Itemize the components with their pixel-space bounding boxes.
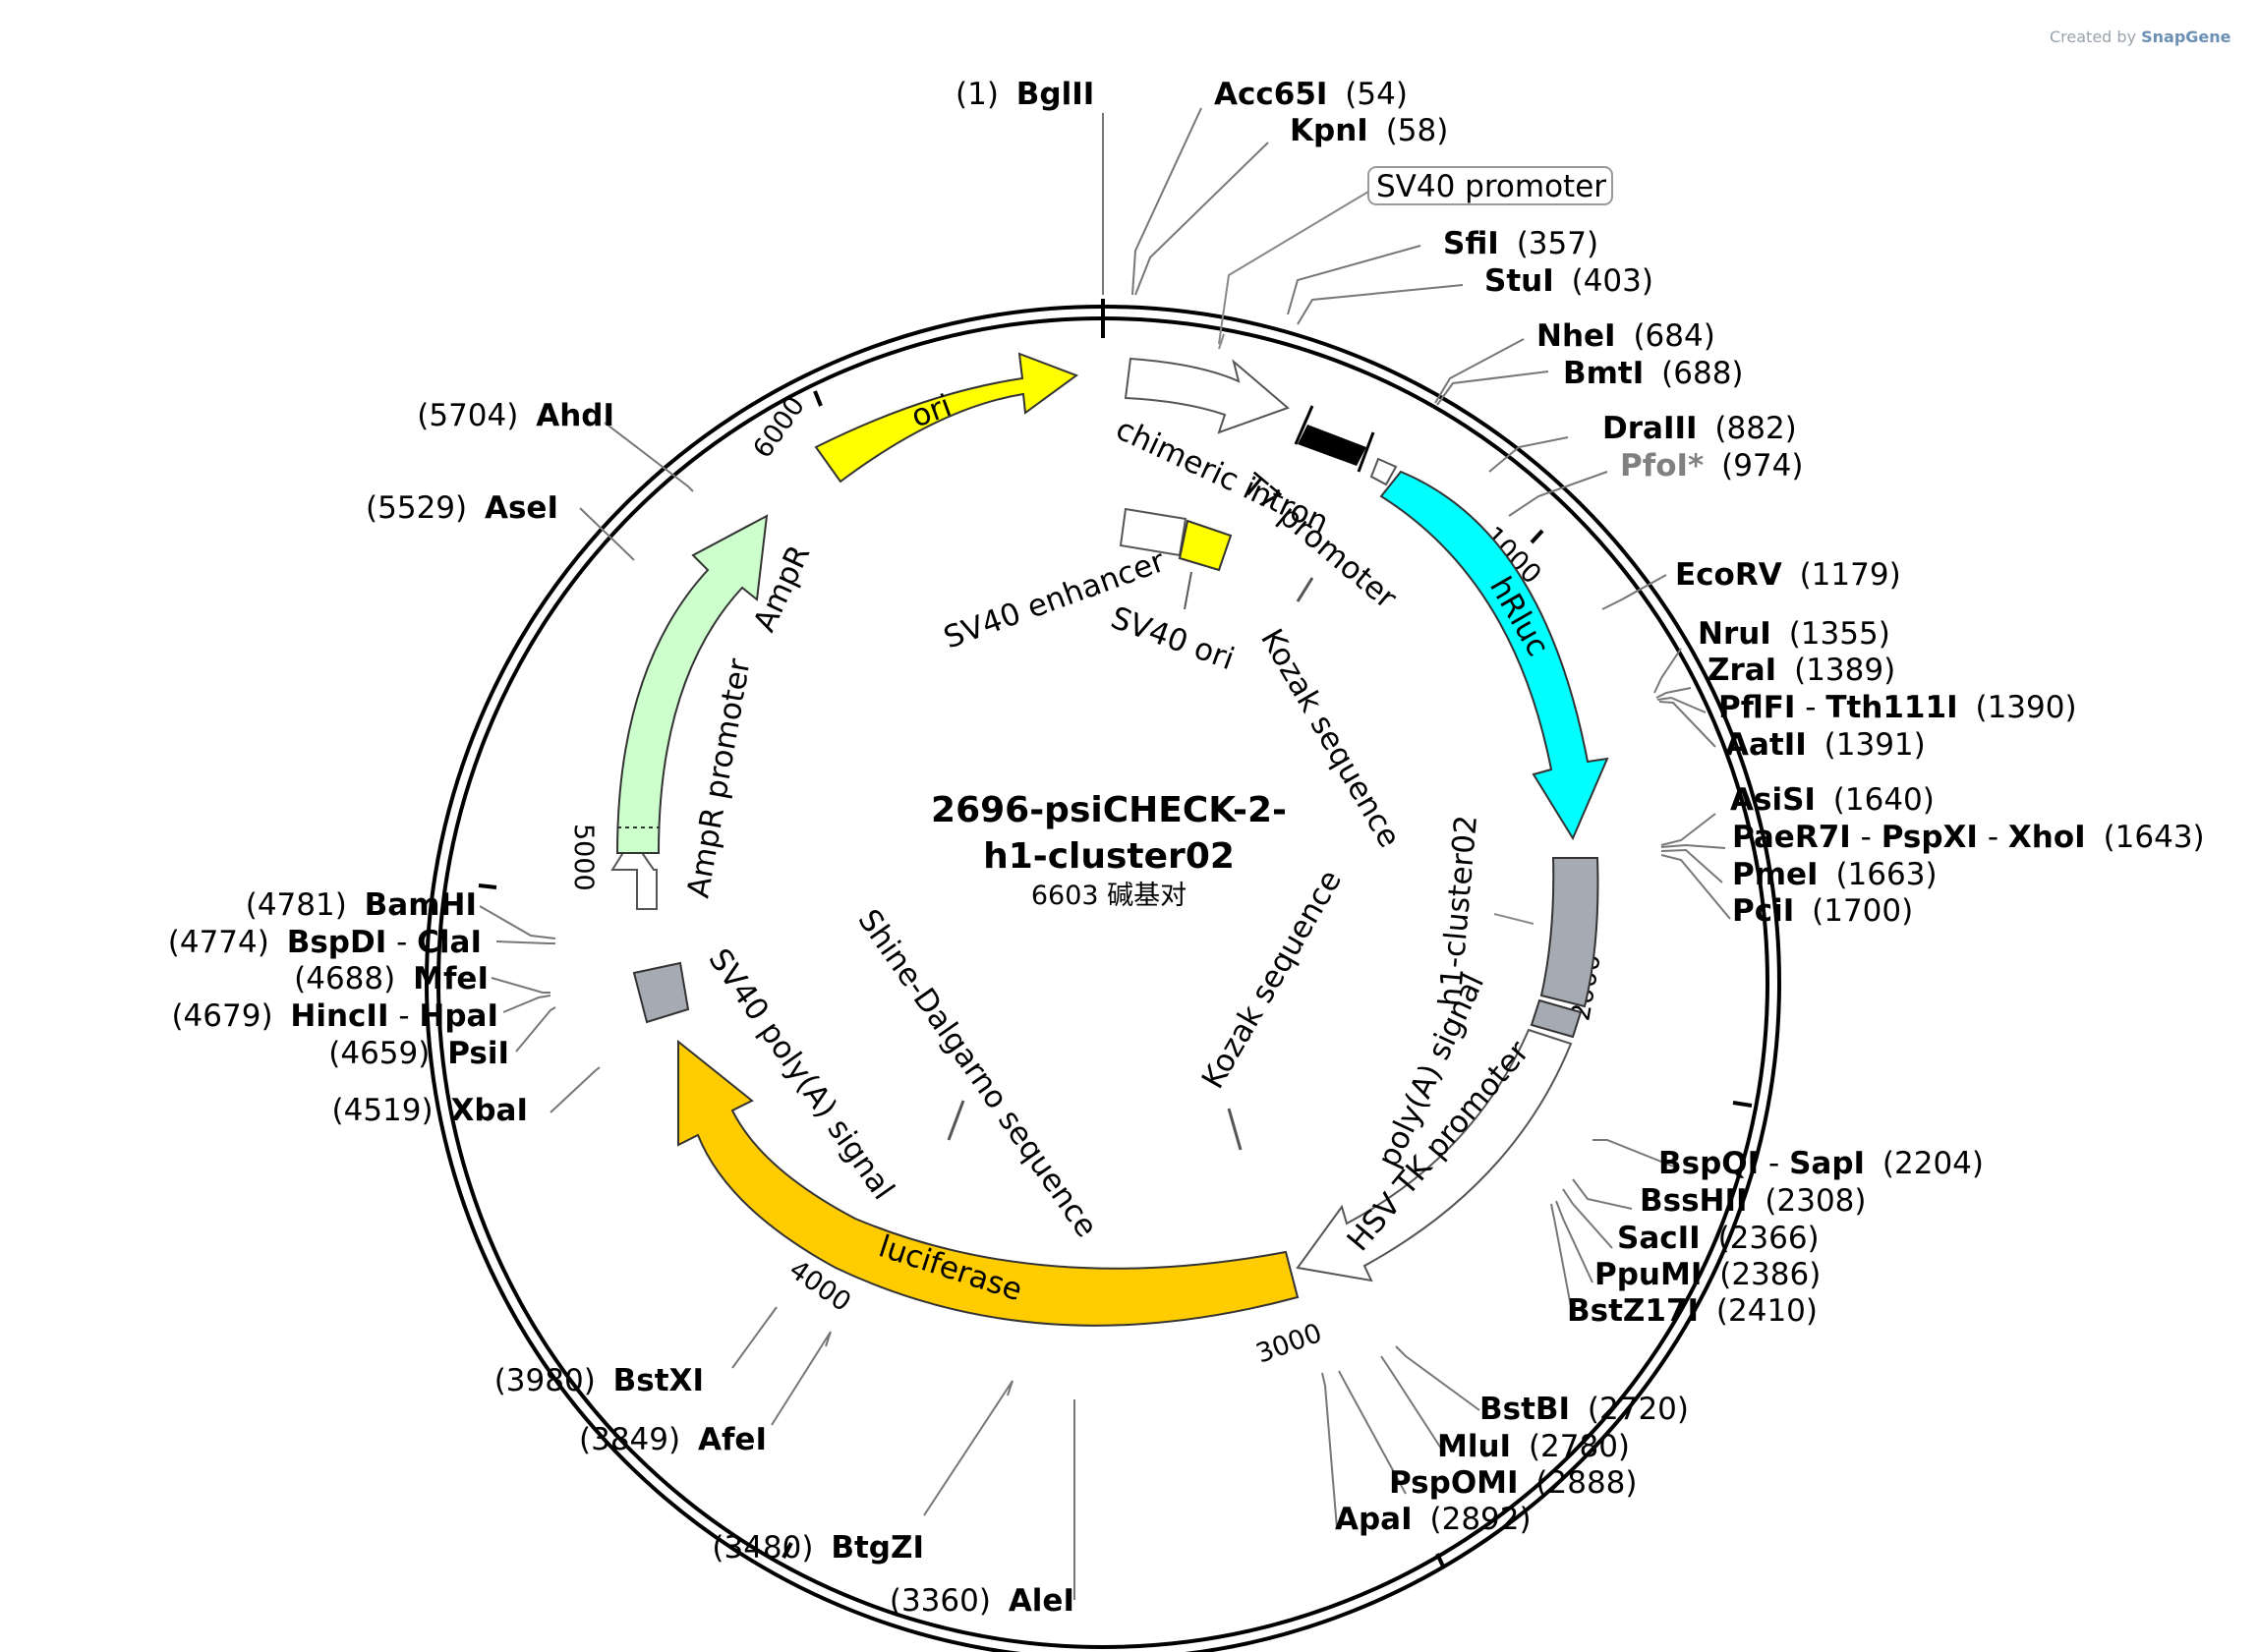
enzyme-pcii: PciI (1700): [1732, 893, 1913, 929]
tick-2000: [1732, 1101, 1753, 1108]
enzyme-bmti: BmtI (688): [1563, 356, 1744, 391]
sv40-ori-box: [1178, 519, 1233, 572]
tick-4000: [782, 1542, 793, 1559]
enzyme-bsshii: BssHII (2308): [1640, 1183, 1867, 1219]
ori-arrow: [814, 352, 1079, 484]
hsv-tk-promoter-arrow: [1296, 1028, 1573, 1282]
enzyme-bspdi-clai: (4774) BspDI - ClaI: [168, 925, 482, 960]
enzyme-hincii-hpai: (4679) HincII - HpaI: [171, 998, 498, 1034]
enzyme-aatii: AatII (1391): [1725, 727, 1926, 763]
enzyme-sacii: SacII (2366): [1617, 1221, 1820, 1256]
enzyme-kpni: KpnI (58): [1290, 113, 1448, 148]
enzyme-sfii: SfiI (357): [1443, 226, 1598, 261]
enzyme-pmei: PmeI (1663): [1732, 857, 1938, 892]
enzyme-zrai: ZraI (1389): [1708, 653, 1895, 688]
enzyme-acc65i: Acc65I (54): [1214, 77, 1408, 112]
luciferase-arrow: [677, 1039, 1300, 1327]
plasmid-title-line2: h1-cluster02: [983, 836, 1235, 877]
tick-3000: [1435, 1553, 1446, 1569]
enzyme-mfei: (4688) MfeI: [294, 961, 489, 997]
enzyme-bstxi: (3980) BstXI: [494, 1363, 704, 1398]
enzyme-bstbi: BstBI (2720): [1479, 1392, 1689, 1427]
enzyme-nrui: NruI (1355): [1698, 616, 1890, 652]
enzyme-bamhi: (4781) BamHI: [246, 887, 477, 923]
t7-promoter-label: T7 promoter: [1235, 467, 1403, 616]
plasmid-length: 6603 碱基对: [1031, 881, 1187, 911]
ampr-promoter-label: AmpR promoter: [680, 655, 757, 900]
enzyme-psii: (4659) PsiI: [328, 1036, 509, 1071]
enzyme-bglii: (1) BglII: [955, 77, 1094, 112]
sv40-promoter-label: SV40 promoter: [1376, 169, 1606, 204]
kozak-sequence-label-2: Kozak sequence: [1195, 864, 1349, 1095]
enzyme-ppumi: PpuMI (2386): [1594, 1257, 1821, 1292]
hrluc-arrow: [1379, 470, 1609, 841]
enzyme-bspqi-sapi: BspQI - SapI (2204): [1658, 1146, 1984, 1181]
enzyme-alei: (3360) AleI: [890, 1583, 1074, 1619]
ampr-arrow: [615, 514, 769, 854]
t7-promoter-feature: [1369, 457, 1398, 486]
enzyme-btgzi: (3480) BtgZI: [712, 1530, 924, 1566]
enzyme-ahdi: (5704) AhdI: [417, 398, 614, 433]
enzyme-afei: (3849) AfeI: [579, 1422, 767, 1457]
tick-5000: [478, 883, 497, 889]
sv40-promoter-callout: SV40 promoter: [1218, 166, 1613, 345]
enzyme-xbai: (4519) XbaI: [332, 1093, 529, 1128]
enzyme-ecorv: EcoRV (1179): [1675, 557, 1901, 593]
polya-signal-box: [1530, 998, 1583, 1039]
hrluc-label: hRluc: [1482, 571, 1555, 662]
enzyme-mlui: MluI (2780): [1437, 1429, 1630, 1464]
enzyme-apai: ApaI (2892): [1335, 1502, 1532, 1537]
enzyme-asisi: AsiSI (1640): [1730, 782, 1935, 818]
enzyme-stui: StuI (403): [1484, 263, 1653, 299]
enzyme-paer7i-pspxi-xhoi: PaeR7I - PspXI - XhoI (1643): [1732, 820, 2205, 855]
enzyme-bstz17i: BstZ17I (2410): [1567, 1293, 1818, 1329]
enzyme-draiii: DraIII (882): [1602, 411, 1797, 446]
tick-6000: [813, 390, 823, 407]
sv40-promoter-arrow: [1124, 357, 1290, 434]
tick-label-5000: 5000: [568, 824, 599, 891]
enzyme-nhei: NheI (684): [1536, 318, 1715, 354]
plasmid-title-line1: 2696-psiCHECK-2-: [931, 790, 1287, 830]
tick-1000: [1530, 529, 1544, 544]
tick-label-3000: 3000: [1252, 1318, 1326, 1370]
sv40-ori-label: SV40 ori: [1106, 600, 1239, 677]
enzyme-leader-lines: [479, 107, 1731, 1600]
position-ticks: [478, 299, 1753, 1569]
sv40-polya-box: [632, 961, 690, 1024]
snapgene-credit: Created by SnapGene: [2050, 28, 2231, 46]
enzyme-pspomi: PspOMI (2888): [1389, 1465, 1638, 1501]
enzyme-pflfi-tth111i: PflFI - Tth111I (1390): [1718, 690, 2077, 725]
chimeric-intron-feature: [1298, 425, 1366, 466]
enzyme-pfoi: PfoI* (974): [1620, 448, 1803, 484]
h1-cluster02-box: [1539, 857, 1599, 1008]
enzyme-asei: (5529) AseI: [366, 490, 558, 526]
